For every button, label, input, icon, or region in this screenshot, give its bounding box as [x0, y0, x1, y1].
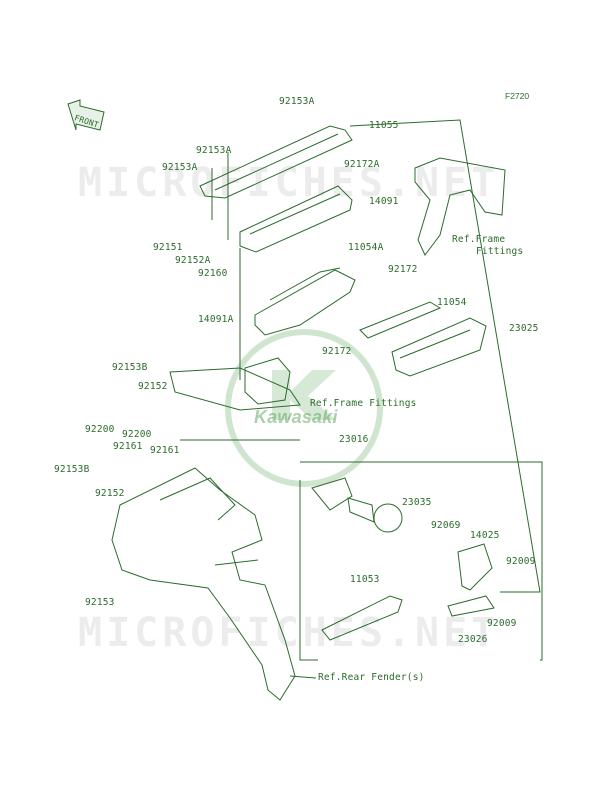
part-11055: 11055 [369, 120, 399, 131]
part-92200-b: 92200 [122, 429, 152, 440]
lamp-body-23016 [311, 477, 353, 511]
kawasaki-brand: Kawasaki [254, 407, 338, 427]
part-92160: 92160 [198, 268, 228, 279]
rear-fender [111, 467, 296, 701]
part-92069: 92069 [431, 520, 461, 531]
cover-14025 [457, 543, 493, 591]
part-92161-b: 92161 [150, 445, 180, 456]
front-arrow-icon [67, 99, 105, 131]
tail-lamp-23025 [391, 317, 487, 377]
part-92152-bottom: 92152 [95, 488, 125, 499]
frame-fitting-right [414, 157, 506, 256]
bracket-11054 [359, 301, 442, 339]
part-92200-a: 92200 [85, 424, 115, 435]
part-14091: 14091 [369, 196, 399, 207]
ref-rear-fender: Ref.Rear Fender(s) [318, 672, 425, 683]
part-92152: 92152 [138, 381, 168, 392]
grab-rail-14091 [239, 185, 353, 253]
part-14091A: 14091A [198, 314, 234, 325]
part-92009-b: 92009 [487, 618, 517, 629]
part-92172-center: 92172 [322, 346, 352, 357]
part-11054: 11054 [437, 297, 467, 308]
part-23025: 23025 [509, 323, 539, 334]
part-23026: 23026 [458, 634, 488, 645]
frame-bracket-lower [244, 357, 291, 405]
part-23016: 23016 [339, 434, 369, 445]
part-23035: 23035 [402, 497, 432, 508]
part-92009-a: 92009 [506, 556, 536, 567]
part-11053: 11053 [350, 574, 380, 585]
watermark-bottom: MICROFICHES.NET [78, 610, 500, 656]
bulb [347, 497, 375, 523]
part-92172A: 92172A [344, 159, 380, 170]
ref-frame-fittings-b: Fittings [476, 246, 524, 257]
part-92151: 92151 [153, 242, 183, 253]
lens-23026 [447, 595, 495, 617]
part-92152A: 92152A [175, 255, 211, 266]
figure-code: F2720 [505, 91, 530, 101]
part-92153A-left: 92153A [162, 162, 198, 173]
part-92161-a: 92161 [113, 441, 143, 452]
part-92172-right: 92172 [388, 264, 418, 275]
part-11054A: 11054A [348, 242, 384, 253]
ref-frame-fittings-a: Ref.Frame [452, 234, 506, 245]
part-92153A-mid: 92153A [196, 145, 232, 156]
housing-14091A [254, 269, 356, 336]
kawasaki-logo-circle [225, 329, 383, 487]
part-92153: 92153 [85, 597, 115, 608]
part-92153B-bottom: 92153B [54, 464, 90, 475]
ref-frame-fittings-lower: Ref.Frame Fittings [310, 398, 417, 409]
part-92153A-top: 92153A [279, 96, 315, 107]
bracket-11055 [199, 125, 353, 199]
socket-23035 [373, 503, 403, 533]
part-14025: 14025 [470, 530, 500, 541]
bracket-11053 [321, 595, 403, 641]
watermark-top: MICROFICHES.NET [78, 160, 500, 206]
part-92153B-top: 92153B [112, 362, 148, 373]
